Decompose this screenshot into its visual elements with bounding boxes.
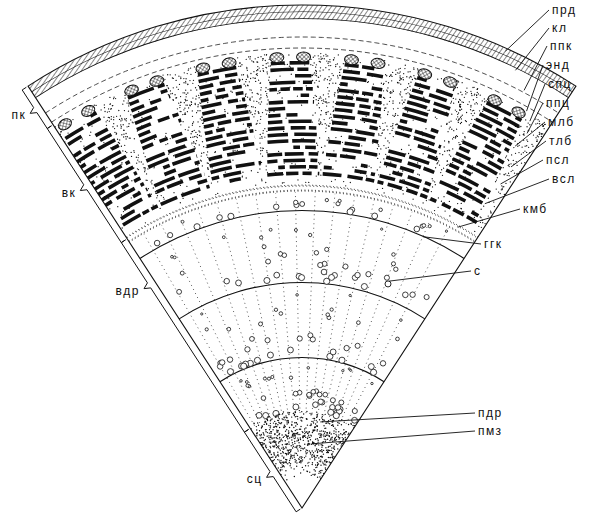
part-label: ппц [546,96,570,110]
part-label: кл [552,21,567,35]
leader-line [320,413,475,422]
leader-line [458,209,520,227]
bracket [47,126,125,243]
part-label: ппк [550,39,573,53]
section-drawing [28,5,576,508]
leader-line [530,84,545,121]
part-label: пдр [478,406,503,420]
leader-line [527,103,543,133]
part-label: пк [11,108,26,122]
part-label: вк [62,186,77,200]
part-label: спц [548,77,572,91]
leader-line [515,28,549,70]
leader-line [389,271,471,281]
part-label: энд [546,58,570,72]
leader-line [423,237,481,244]
part-label: пмз [478,424,503,438]
part-label: сц [247,472,263,486]
leader-line [505,10,549,51]
bracket [244,429,300,511]
leader-line [515,122,545,146]
leader-line [312,431,475,444]
leader-line [485,179,549,204]
part-label: псл [546,153,570,167]
leader-line [511,141,546,167]
part-label: с [474,264,482,278]
leader-line [527,65,543,111]
bracket [22,87,51,128]
part-label: ггк [484,237,503,251]
part-label: млб [548,115,575,129]
leader-line [501,160,543,184]
part-label: кмб [523,202,548,216]
part-label: всл [552,172,576,186]
part-label: тлб [549,134,573,148]
bracket [121,240,248,432]
part-label: вдр [116,284,140,298]
part-label: прд [552,3,576,17]
leader-line [524,46,547,90]
